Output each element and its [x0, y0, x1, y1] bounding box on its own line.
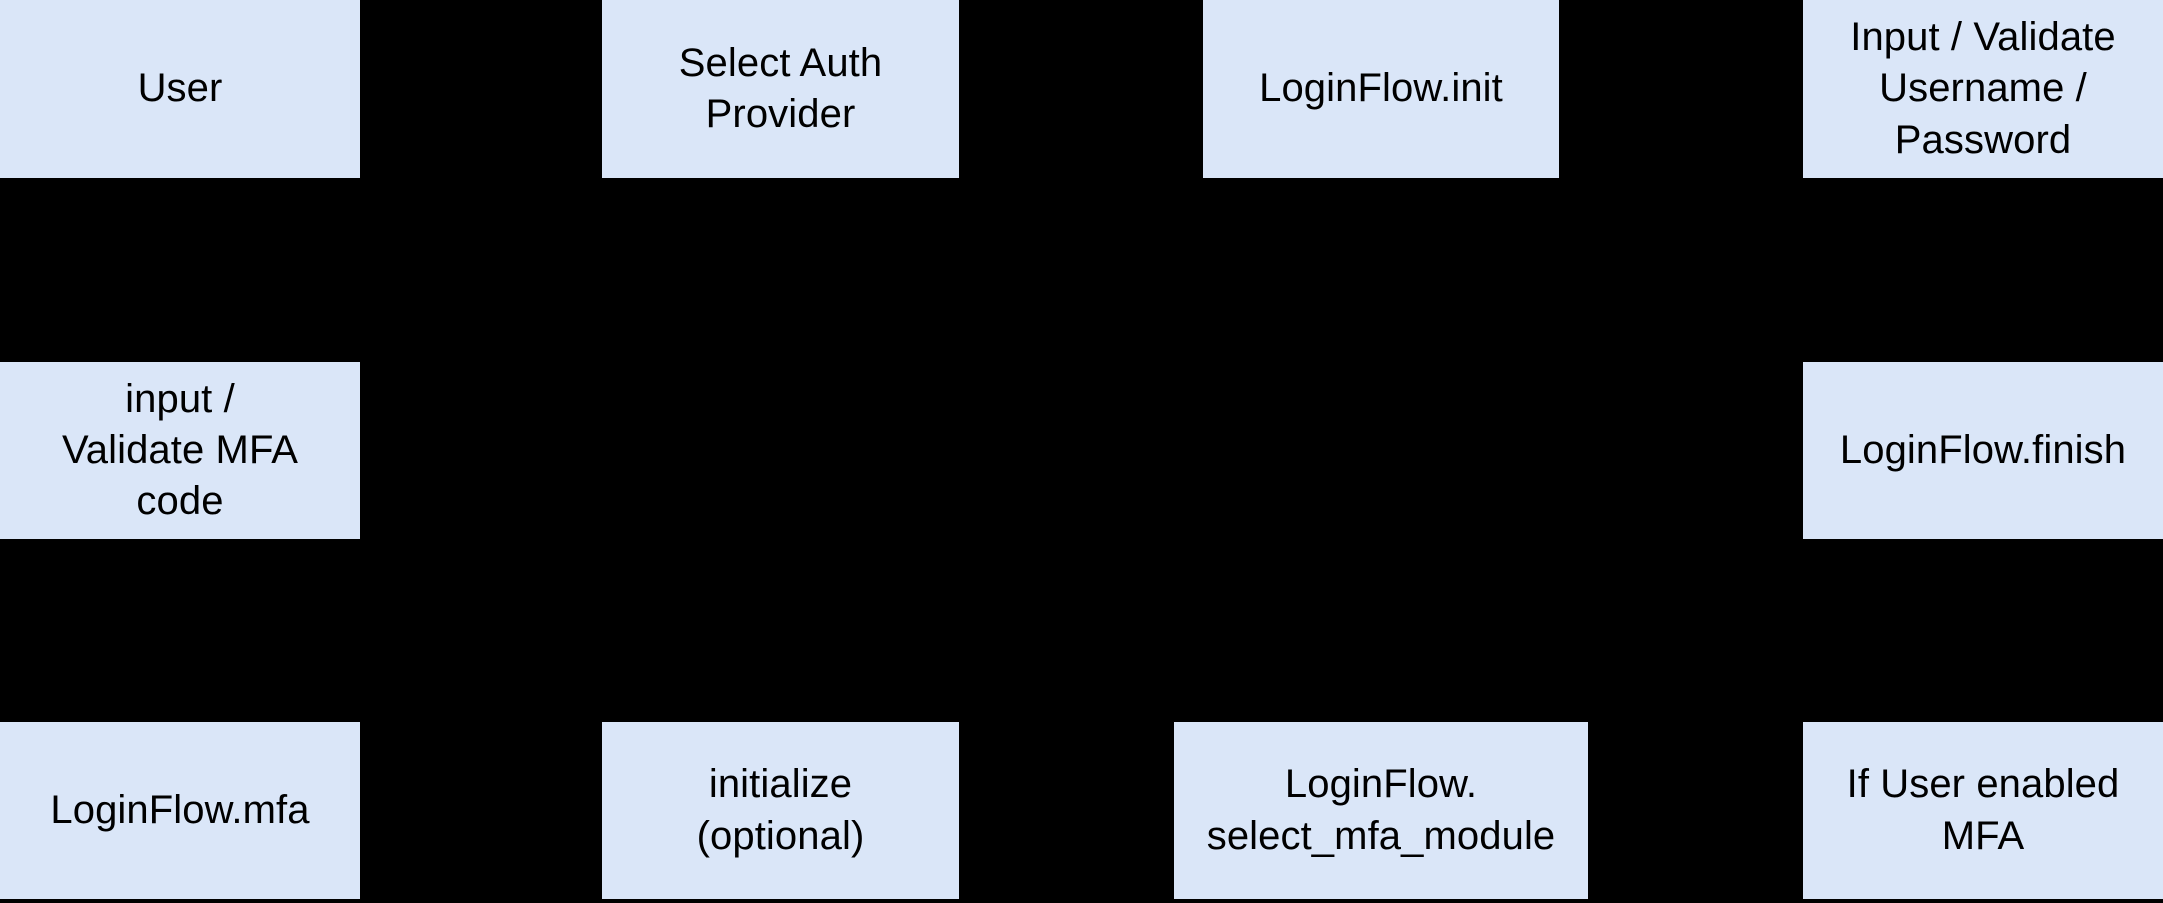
- node-user[interactable]: User: [0, 0, 360, 178]
- node-loginflow-init[interactable]: LoginFlow.init: [1203, 0, 1559, 178]
- node-loginflow-finish[interactable]: LoginFlow.finish: [1803, 362, 2163, 539]
- node-select-auth-provider[interactable]: Select Auth Provider: [602, 0, 959, 178]
- node-loginflow-select-mfa-module[interactable]: LoginFlow. select_mfa_module: [1174, 722, 1588, 899]
- node-if-user-enabled-mfa[interactable]: If User enabled MFA: [1803, 722, 2163, 899]
- node-loginflow-mfa[interactable]: LoginFlow.mfa: [0, 722, 360, 899]
- node-initialize-optional[interactable]: initialize (optional): [602, 722, 959, 899]
- node-input-validate-mfa-code[interactable]: input / Validate MFA code: [0, 362, 360, 539]
- node-input-validate-username-password[interactable]: Input / Validate Username / Password: [1803, 0, 2163, 178]
